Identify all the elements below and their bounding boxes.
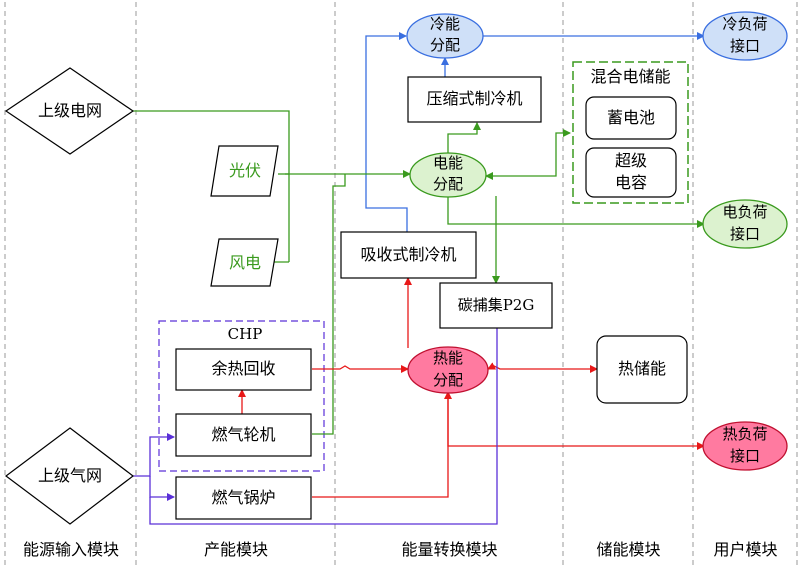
- supercap-label-1: 超级: [614, 151, 647, 170]
- column-label-storage: 储能模块: [596, 540, 661, 559]
- cold-dist-label-1: 冷能: [429, 14, 460, 33]
- cold-dist-ellipse: [406, 13, 484, 59]
- wind-label: 风电: [228, 253, 261, 272]
- heat-storage-label: 热储能: [617, 359, 666, 378]
- pv-label: 光伏: [228, 161, 261, 180]
- heat-load-label-2: 接口: [729, 446, 760, 465]
- battery-label: 蓄电池: [606, 108, 655, 127]
- compression-chiller-box: [407, 76, 542, 123]
- chp-title: CHP: [227, 324, 263, 343]
- pv-parallelogram: [210, 145, 279, 197]
- gas-turbine-label: 燃气轮机: [211, 425, 276, 444]
- supercap-label-2: 电容: [614, 173, 647, 192]
- gas-boiler-box: [175, 476, 312, 520]
- cold-flows: [365, 32, 705, 232]
- gas-flows: [133, 328, 498, 525]
- heat-dist-label-1: 热能: [432, 348, 463, 367]
- column-separators: [4, 2, 798, 565]
- chp-group-box: [158, 320, 325, 472]
- column-label-user: 用户模块: [713, 540, 778, 559]
- elec-dist-label-1: 电能: [432, 153, 463, 172]
- elec-dist-label-2: 分配: [432, 174, 463, 193]
- compression-chiller-label: 压缩式制冷机: [426, 89, 523, 108]
- heat-dist-ellipse: [407, 346, 489, 394]
- heat-dist-label-2: 分配: [432, 370, 463, 389]
- cold-load-label-2: 接口: [729, 36, 760, 55]
- column-label-conversion: 能量转换模块: [401, 540, 498, 559]
- supercap-box: [585, 147, 677, 198]
- gas-turbine-box: [175, 413, 312, 457]
- column-label-input: 能源输入模块: [22, 540, 119, 559]
- heat-load-label-1: 热负荷: [722, 424, 768, 443]
- cold-load-label-1: 冷负荷: [722, 14, 768, 33]
- wind-parallelogram: [210, 238, 279, 287]
- elec-load-ellipse: [702, 199, 788, 249]
- grid-label: 上级电网: [37, 101, 102, 120]
- column-label-production: 产能模块: [203, 540, 268, 559]
- hybrid-storage-box: [572, 61, 689, 204]
- gas-boiler-label: 燃气锅炉: [211, 488, 276, 507]
- gas-grid-diamond: [5, 427, 134, 525]
- elec-load-label-2: 接口: [729, 224, 760, 243]
- absorption-chiller-label: 吸收式制冷机: [360, 245, 457, 264]
- heat-storage-box: [596, 335, 688, 404]
- gas-grid-label: 上级气网: [37, 466, 102, 485]
- battery-box: [585, 96, 677, 140]
- carbon-capture-box: [439, 282, 553, 329]
- heat-load-ellipse: [702, 421, 788, 471]
- absorption-chiller-box: [340, 231, 477, 279]
- grid-diamond: [4, 67, 135, 155]
- carbon-capture-label: 碳捕集P2G: [457, 295, 535, 314]
- elec-load-label-1: 电负荷: [722, 202, 768, 221]
- waste-heat-label: 余热回收: [211, 359, 276, 378]
- cold-dist-label-2: 分配: [429, 35, 460, 54]
- waste-heat-box: [175, 348, 312, 391]
- cold-load-ellipse: [702, 11, 788, 61]
- elec-dist-ellipse: [409, 152, 487, 198]
- hybrid-storage-title: 混合电储能: [590, 67, 671, 86]
- elec-flows: [133, 110, 705, 435]
- heat-flows: [238, 277, 705, 498]
